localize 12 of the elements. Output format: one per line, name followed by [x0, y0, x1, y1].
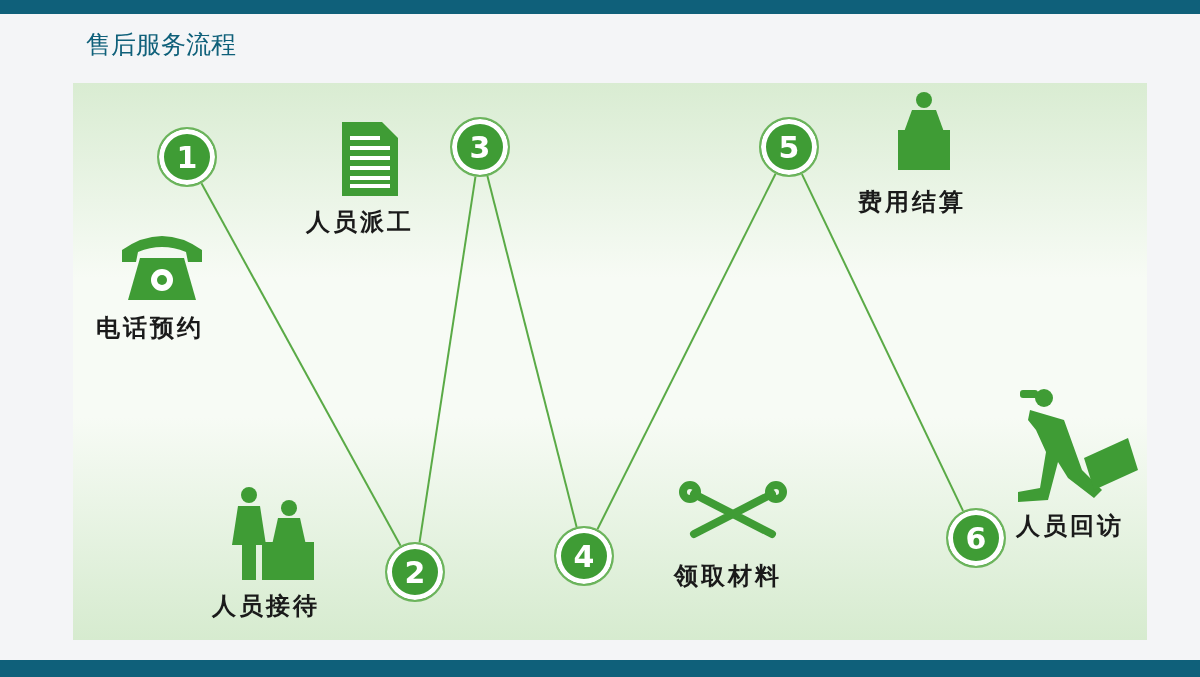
- connector-line: [800, 173, 965, 512]
- connector-line: [486, 175, 578, 528]
- connector-line: [418, 175, 477, 544]
- page-title: 售后服务流程: [86, 29, 236, 61]
- step-label: 电话预约: [96, 313, 204, 344]
- step-label: 费用结算: [858, 187, 966, 218]
- step-label: 人员回访: [1016, 511, 1124, 542]
- step-label: 人员派工: [306, 207, 414, 238]
- step-label: 领取材料: [674, 561, 782, 592]
- connector-line: [596, 172, 777, 531]
- step-label: 人员接待: [212, 591, 320, 622]
- connector-line: [200, 182, 402, 547]
